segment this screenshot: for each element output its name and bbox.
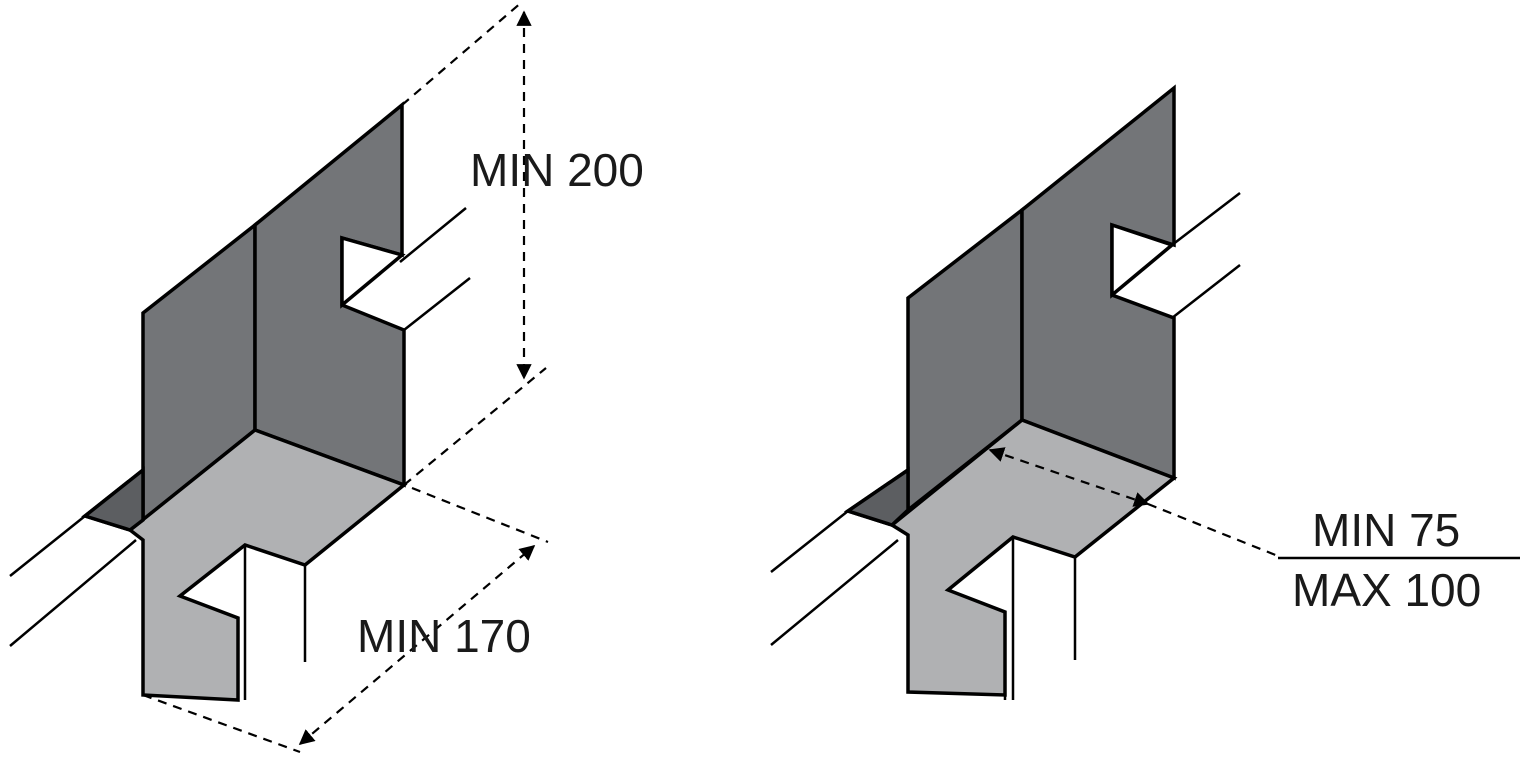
left-base-face [127,428,408,702]
left-stems [236,545,307,700]
right-base-strip [844,466,910,527]
left-upstand-right-panel [253,101,406,488]
right-stems [1003,537,1077,700]
right-detail: MIN 75 MAX 100 [770,84,1520,700]
left-upper-rails [399,207,471,331]
right-depth-max-label: MAX 100 [1292,564,1481,616]
right-depth-min-label: MIN 75 [1312,504,1460,556]
left-lower-rails [9,515,137,647]
right-upper-rails [1171,192,1241,319]
left-width-dim-line [298,545,536,745]
left-detail: MIN 200 MIN 170 [9,1,644,754]
right-lower-rails [770,510,899,646]
right-upstand-right-panel [1020,84,1176,481]
right-notch [1110,222,1176,299]
left-width-label: MIN 170 [357,610,531,662]
left-notch [340,235,406,309]
left-base-strip [81,466,145,532]
left-height-label: MIN 200 [470,144,644,196]
right-depth-dim-line [988,447,1150,507]
